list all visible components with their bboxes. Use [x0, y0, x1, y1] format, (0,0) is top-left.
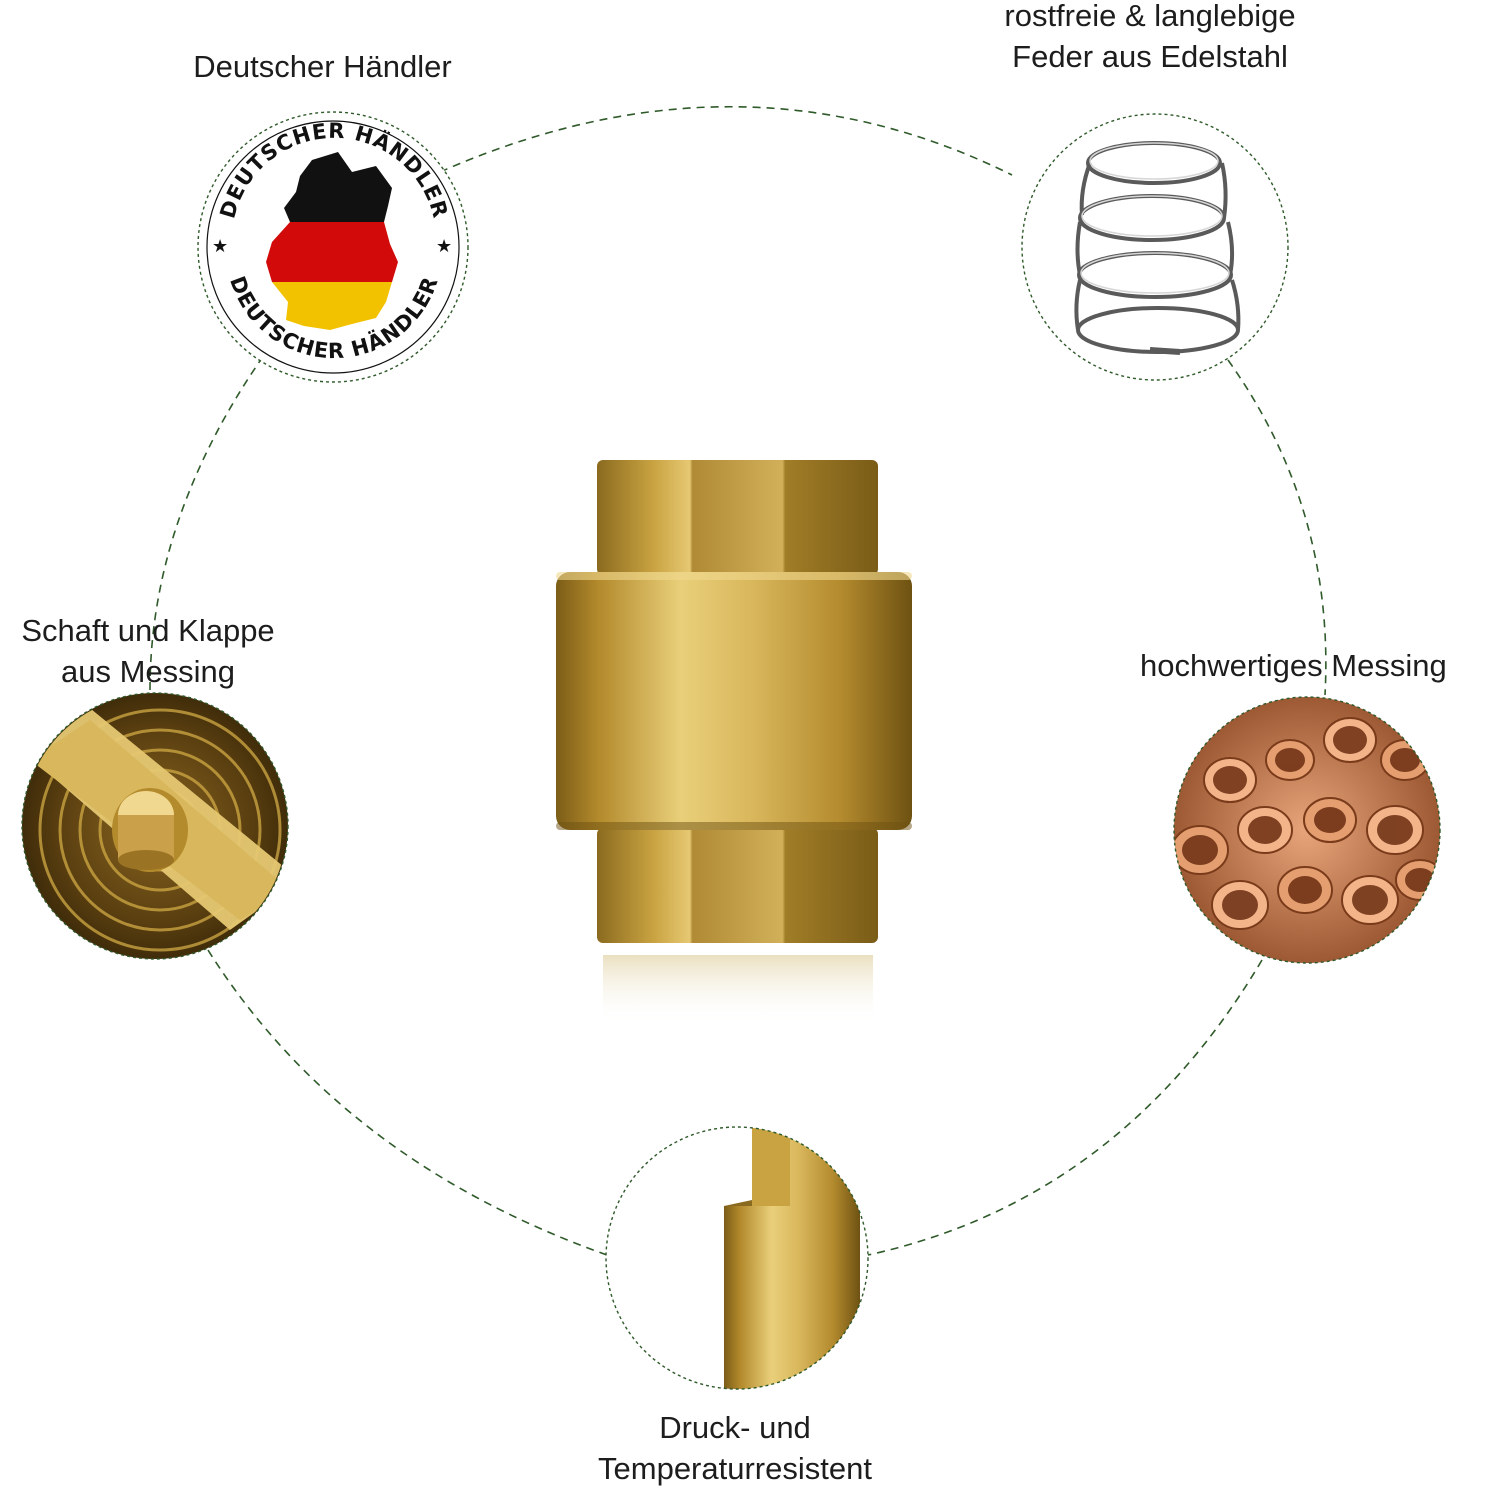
copper-pipes-detail — [1173, 696, 1441, 964]
brass-check-valve — [556, 460, 912, 1025]
german-dealer-badge: DEUTSCHER HÄNDLER DEUTSCHER HÄNDLER ★ ★ — [197, 111, 469, 383]
star-icon: ★ — [436, 236, 452, 257]
germany-flag-map — [266, 152, 398, 330]
feature-label-line: aus Messing — [60, 654, 236, 689]
feature-label-stem: Schaft und Klappe aus Messing — [0, 610, 296, 692]
feature-label-line: Feder aus Edelstahl — [1012, 39, 1288, 74]
star-icon: ★ — [212, 236, 228, 257]
copper-pipes-image — [1174, 717, 1440, 930]
feature-label-pressure: Druck- und Temperaturresistent — [560, 1407, 910, 1489]
feature-label-line: hochwertiges Messing — [1140, 648, 1447, 683]
valve-reflection — [603, 955, 873, 1025]
feature-label-dealer: Deutscher Händler — [150, 46, 495, 87]
feature-label-spring: rostfreie & langlebige Feder aus Edelsta… — [960, 0, 1340, 77]
feature-label-line: Deutscher Händler — [193, 49, 452, 84]
feature-label-line: Druck- und — [659, 1410, 811, 1445]
feature-label-line: rostfreie & langlebige — [1004, 0, 1296, 33]
stem-flap-detail — [21, 692, 289, 960]
feature-label-line: Schaft und Klappe — [21, 613, 275, 648]
feature-label-line: Temperaturresistent — [598, 1451, 872, 1486]
spring-detail — [1021, 113, 1289, 381]
feature-label-brass: hochwertiges Messing — [1140, 645, 1500, 686]
dashed-ring — [149, 105, 1327, 1256]
pressure-detail — [605, 1126, 869, 1390]
